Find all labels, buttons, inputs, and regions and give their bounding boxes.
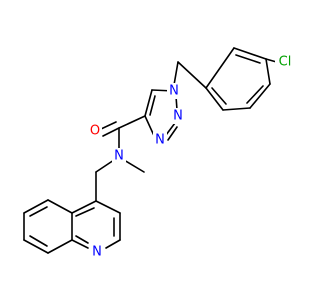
bond-n-ch2 xyxy=(95,159,115,173)
bond-q-4 xyxy=(71,239,89,249)
bond-q-1 xyxy=(95,200,121,214)
oxygen-label-bg xyxy=(88,123,102,139)
bond-n-methyl xyxy=(123,159,145,173)
triazole-n3-label: N xyxy=(155,133,165,148)
oxygen-label: O xyxy=(90,124,100,139)
bond-q-inner-5 xyxy=(29,235,48,247)
amide-n-label-bg xyxy=(112,148,126,164)
triazole-n2-label: N xyxy=(173,109,183,124)
bond-q-inner-3 xyxy=(75,207,95,217)
bond-q-8 xyxy=(23,199,49,214)
background xyxy=(0,0,300,300)
amide-n-label: N xyxy=(114,149,124,164)
bond-ring-a-inner-3 xyxy=(211,87,227,105)
molecule-structure: Cl O N N N N N xyxy=(0,0,300,300)
triazole-n2-label-bg xyxy=(171,108,185,124)
bond-ring-a-6 xyxy=(205,47,235,89)
chlorine-label: Cl xyxy=(279,55,292,70)
bond-q-10 xyxy=(23,239,49,254)
bonds xyxy=(23,47,281,254)
bond-carbonyl-link xyxy=(118,115,146,129)
bond-q-11 xyxy=(47,239,73,254)
atom-labels: Cl O N N N N N xyxy=(88,54,295,260)
bond-q-7 xyxy=(47,199,73,214)
bond-ring-a-5 xyxy=(205,87,224,111)
triazole-n3-label-bg xyxy=(153,132,167,148)
triazole-n1-label-bg xyxy=(167,83,181,99)
quinoline-n-label-bg xyxy=(90,244,104,260)
bond-triazole-2 xyxy=(144,89,153,117)
chlorine-label-bg xyxy=(275,54,295,70)
bond-triazole-inner-2 xyxy=(167,126,178,141)
bond-ring-a-2 xyxy=(265,58,271,85)
bond-ring-a-1 xyxy=(233,47,267,60)
triazole-n1-label: N xyxy=(169,84,179,99)
bond-benzyl-1 xyxy=(177,61,207,89)
bond-benzyl-2 xyxy=(173,61,179,86)
bond-ring-a-inner-1 xyxy=(235,54,261,64)
bond-q-inner-4 xyxy=(29,206,48,217)
bond-ring-a-4 xyxy=(222,107,251,111)
bond-ring-a-inner-2 xyxy=(246,85,264,104)
bond-q-3 xyxy=(105,239,121,249)
bond-carbonyl-o-2 xyxy=(100,121,117,130)
bond-carbonyl-o-1 xyxy=(102,127,120,137)
bond-triazole-inner-1 xyxy=(149,95,156,116)
bond-q-inner-2 xyxy=(75,235,89,244)
quinoline-n-label: N xyxy=(92,245,102,260)
bond-q-6 xyxy=(71,200,97,214)
bond-ring-a-3 xyxy=(249,83,271,109)
